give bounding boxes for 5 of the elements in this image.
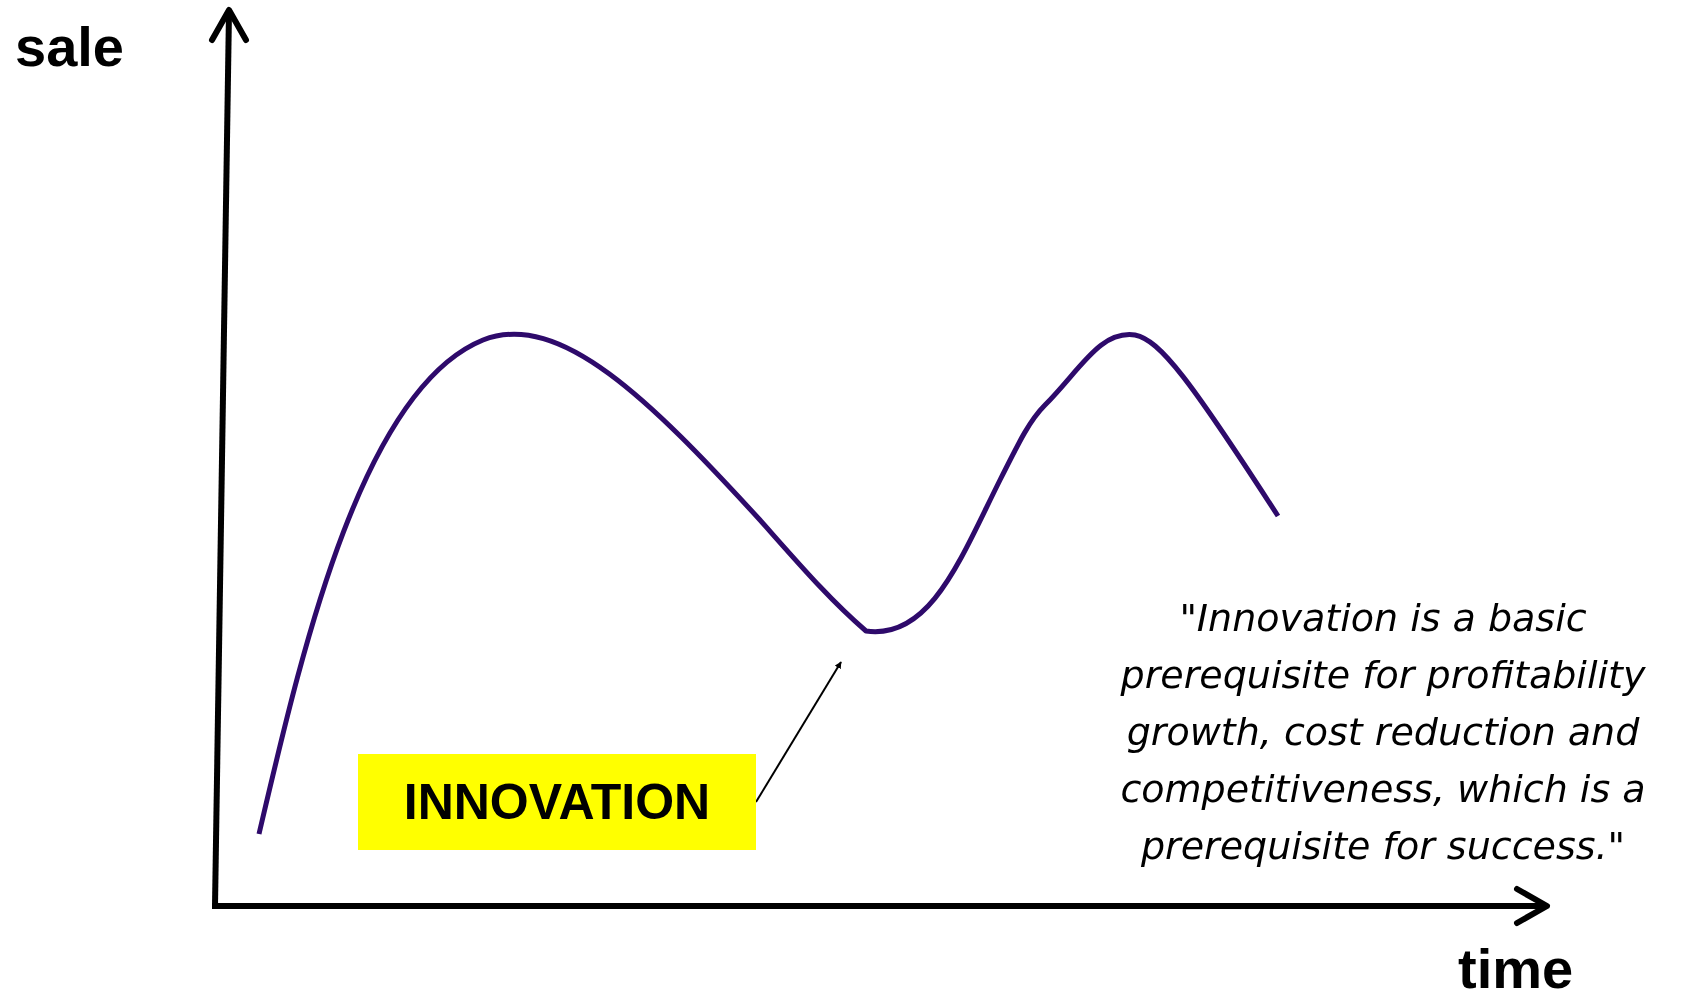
arrow [755, 661, 842, 803]
quote-text: "Innovation is a basic prerequisite for profitability growth, cost reduction and competitiveness, which is a prerequisite for success." [1120, 596, 1646, 868]
highlight-label: INNOVATION [358, 754, 756, 850]
axis-label: sale [15, 15, 124, 78]
axis-label: time [1458, 937, 1574, 1000]
